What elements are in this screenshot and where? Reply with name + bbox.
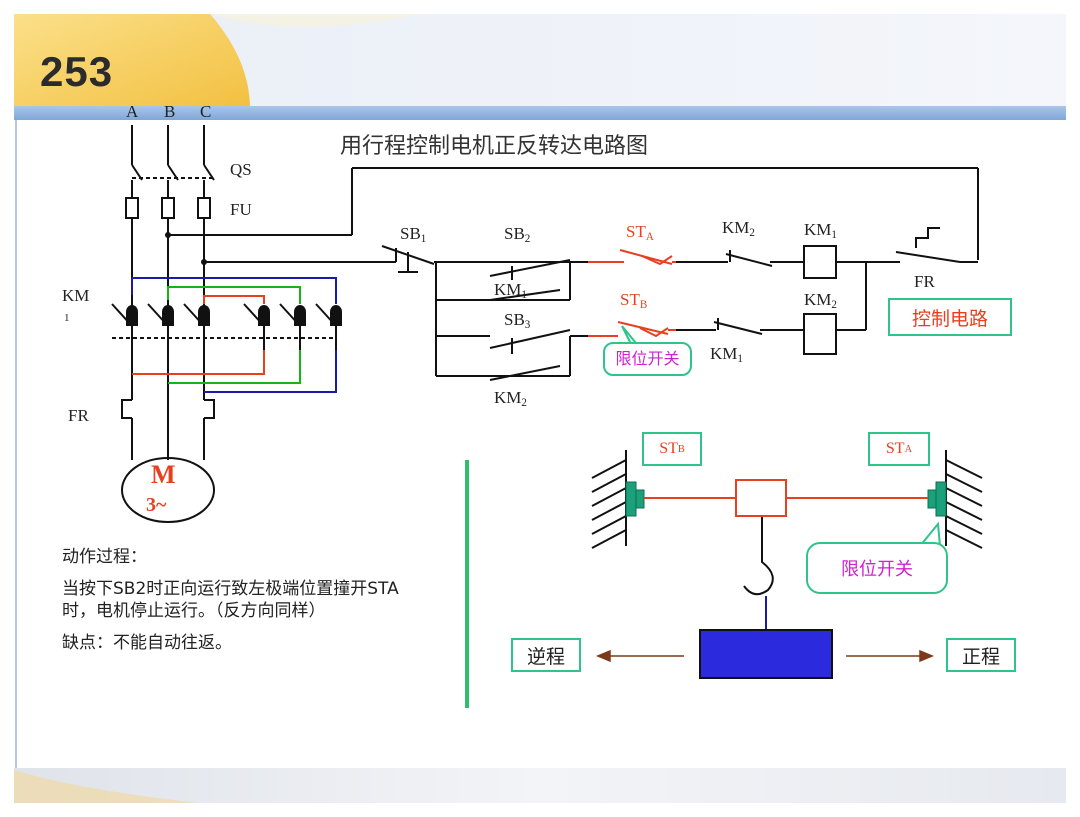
slide-number: 253 (40, 48, 114, 95)
notes-body: 当按下SB2时正向运行致左极端位置撞开STA时，电机停止运行。（反方向同样） (62, 579, 399, 621)
qs-label: QS (230, 160, 252, 179)
motor-phase-label: 3~ (146, 494, 167, 516)
limit-switch-callout-top-text: 限位开关 (615, 349, 680, 368)
stb-contact-label: STB (620, 290, 648, 311)
km1-interlock-label: KM1 (710, 344, 743, 365)
km2-aux-label: KM2 (494, 388, 527, 409)
diagram-title: 用行程控制电机正反转达电路图 (340, 134, 649, 159)
motor-m-label: M (151, 460, 176, 489)
limit-switch-callout-top: 限位开关 (603, 342, 692, 376)
km2-interlock-label: KM2 (722, 218, 755, 239)
km1-main-sub-label: 1 (64, 312, 70, 324)
forward-label: 正程 (946, 638, 1016, 672)
limit-switch-callout-bottom: 限位开关 (806, 542, 948, 594)
sb1-label: SB1 (400, 224, 427, 245)
km2-coil-label: KM2 (804, 290, 837, 311)
km1-aux-label: KM1 (494, 280, 527, 301)
phase-a-label: A (126, 102, 139, 121)
fr-control-label: FR (914, 272, 935, 291)
sb2-label: SB2 (504, 224, 531, 245)
fu-label: FU (230, 200, 252, 219)
phase-b-label: B (164, 102, 176, 121)
phase-c-label: C (200, 102, 212, 121)
fr-main-label: FR (68, 406, 89, 425)
sta-contact-label: STA (626, 222, 654, 243)
notes-drawback: 缺点：不能自动往返。 (62, 633, 232, 653)
km1-main-label: KM (62, 286, 90, 305)
notes-heading: 动作过程： (62, 547, 147, 567)
control-circuit-label: 控制电路 (888, 298, 1012, 336)
reverse-label: 逆程 (511, 638, 581, 672)
km1-coil-label: KM1 (804, 220, 837, 241)
sb3-label: SB3 (504, 310, 531, 331)
notes: 动作过程： 当按下SB2时正向运行致左极端位置撞开STA时，电机停止运行。（反方… (62, 546, 422, 664)
